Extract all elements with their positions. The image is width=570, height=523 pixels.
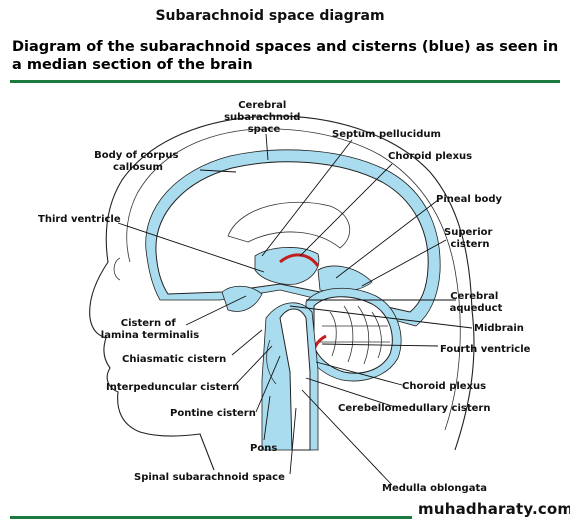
bottom-divider	[10, 516, 412, 519]
top-divider	[10, 80, 560, 83]
label-chiasmatic-cistern: Chiasmatic cistern	[122, 354, 226, 365]
cerebellum-folia	[318, 305, 390, 365]
page-title: Subarachnoid space diagram	[155, 8, 385, 24]
label-cerebellomedullary-cistern: Cerebellomedullary cistern	[338, 403, 490, 414]
ear-outline	[113, 257, 121, 281]
label-medulla-oblongata: Medulla oblongata	[382, 483, 487, 494]
label-third-ventricle: Third ventricle	[38, 214, 121, 225]
diagram-subtitle: Diagram of the subarachnoid spaces and c…	[12, 39, 559, 73]
brainstem	[279, 308, 311, 451]
label-fourth-ventricle: Fourth ventricle	[440, 344, 531, 355]
label-body-of-corpus-callosum: Body of corpus callosum	[94, 150, 182, 173]
label-cistern-of-lamina-terminalis: Cistern of lamina terminalis	[101, 318, 199, 341]
label-septum-pellucidum: Septum pellucidum	[332, 129, 441, 140]
chiasmatic-cistern-csf	[221, 285, 263, 312]
leader-lines	[117, 133, 473, 486]
label-cerebral-subarachnoid-space: Cerebral subarachnoid space	[224, 100, 304, 135]
label-cerebral-aqueduct: Cerebral aqueduct	[450, 291, 503, 314]
label-pontine-cistern: Pontine cistern	[170, 408, 256, 419]
label-spinal-subarachnoid-space: Spinal subarachnoid space	[134, 472, 285, 483]
label-choroid-plexus-upper: Choroid plexus	[388, 151, 472, 162]
site-watermark: muhadharaty.com	[418, 500, 570, 518]
label-midbrain: Midbrain	[474, 323, 524, 334]
label-pineal-body: Pineal body	[436, 194, 503, 205]
skull-outer-outline	[126, 128, 461, 431]
label-pons: Pons	[250, 443, 277, 454]
corpus-callosum	[227, 201, 351, 249]
label-interpeduncular-cistern: Interpeduncular cistern	[106, 382, 239, 393]
label-superior-cistern: Superior cistern	[444, 227, 496, 250]
head-outline	[89, 115, 475, 471]
pons-bulge	[266, 339, 277, 385]
choroid-plexus-third-ventricle	[279, 253, 320, 267]
label-choroid-plexus-lower: Choroid plexus	[402, 381, 486, 392]
